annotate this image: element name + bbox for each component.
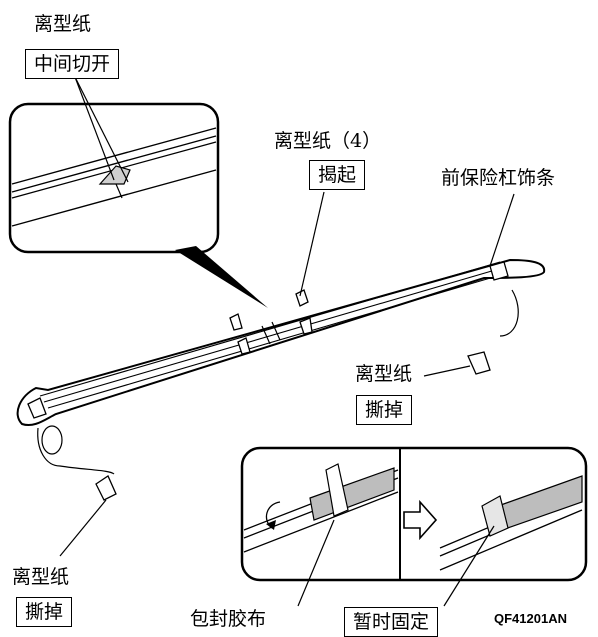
release-paper-left (37, 425, 117, 557)
release-paper-right (423, 289, 519, 377)
label-lift: 揭起 (309, 160, 366, 190)
label-tear-off-right: 撕掉 (356, 395, 413, 425)
label-release-paper-top: 离型纸 (34, 13, 92, 35)
label-release-paper-left: 离型纸 (12, 566, 70, 588)
label-cut-middle: 中间切开 (25, 49, 120, 79)
label-front-bumper-trim: 前保险杠饰条 (441, 167, 556, 189)
leader-release-paper-4 (299, 191, 325, 297)
label-release-paper-4: 离型纸（4） (274, 130, 382, 152)
inset-tape-steps (240, 446, 588, 607)
bumper-trim-strip (16, 258, 546, 426)
label-wrap-tape: 包封胶布 (190, 608, 267, 630)
label-temp-fix: 暂时固定 (344, 607, 439, 637)
zoom-callout-wedge (175, 246, 268, 308)
label-tear-off-left: 撕掉 (16, 597, 73, 627)
leader-front-bumper-trim (489, 193, 515, 267)
label-release-paper-right: 离型纸 (355, 363, 413, 385)
right-arrow-icon (403, 499, 438, 541)
inset-cut-detail (8, 76, 220, 254)
figure-code: QF41201AN (494, 611, 567, 626)
